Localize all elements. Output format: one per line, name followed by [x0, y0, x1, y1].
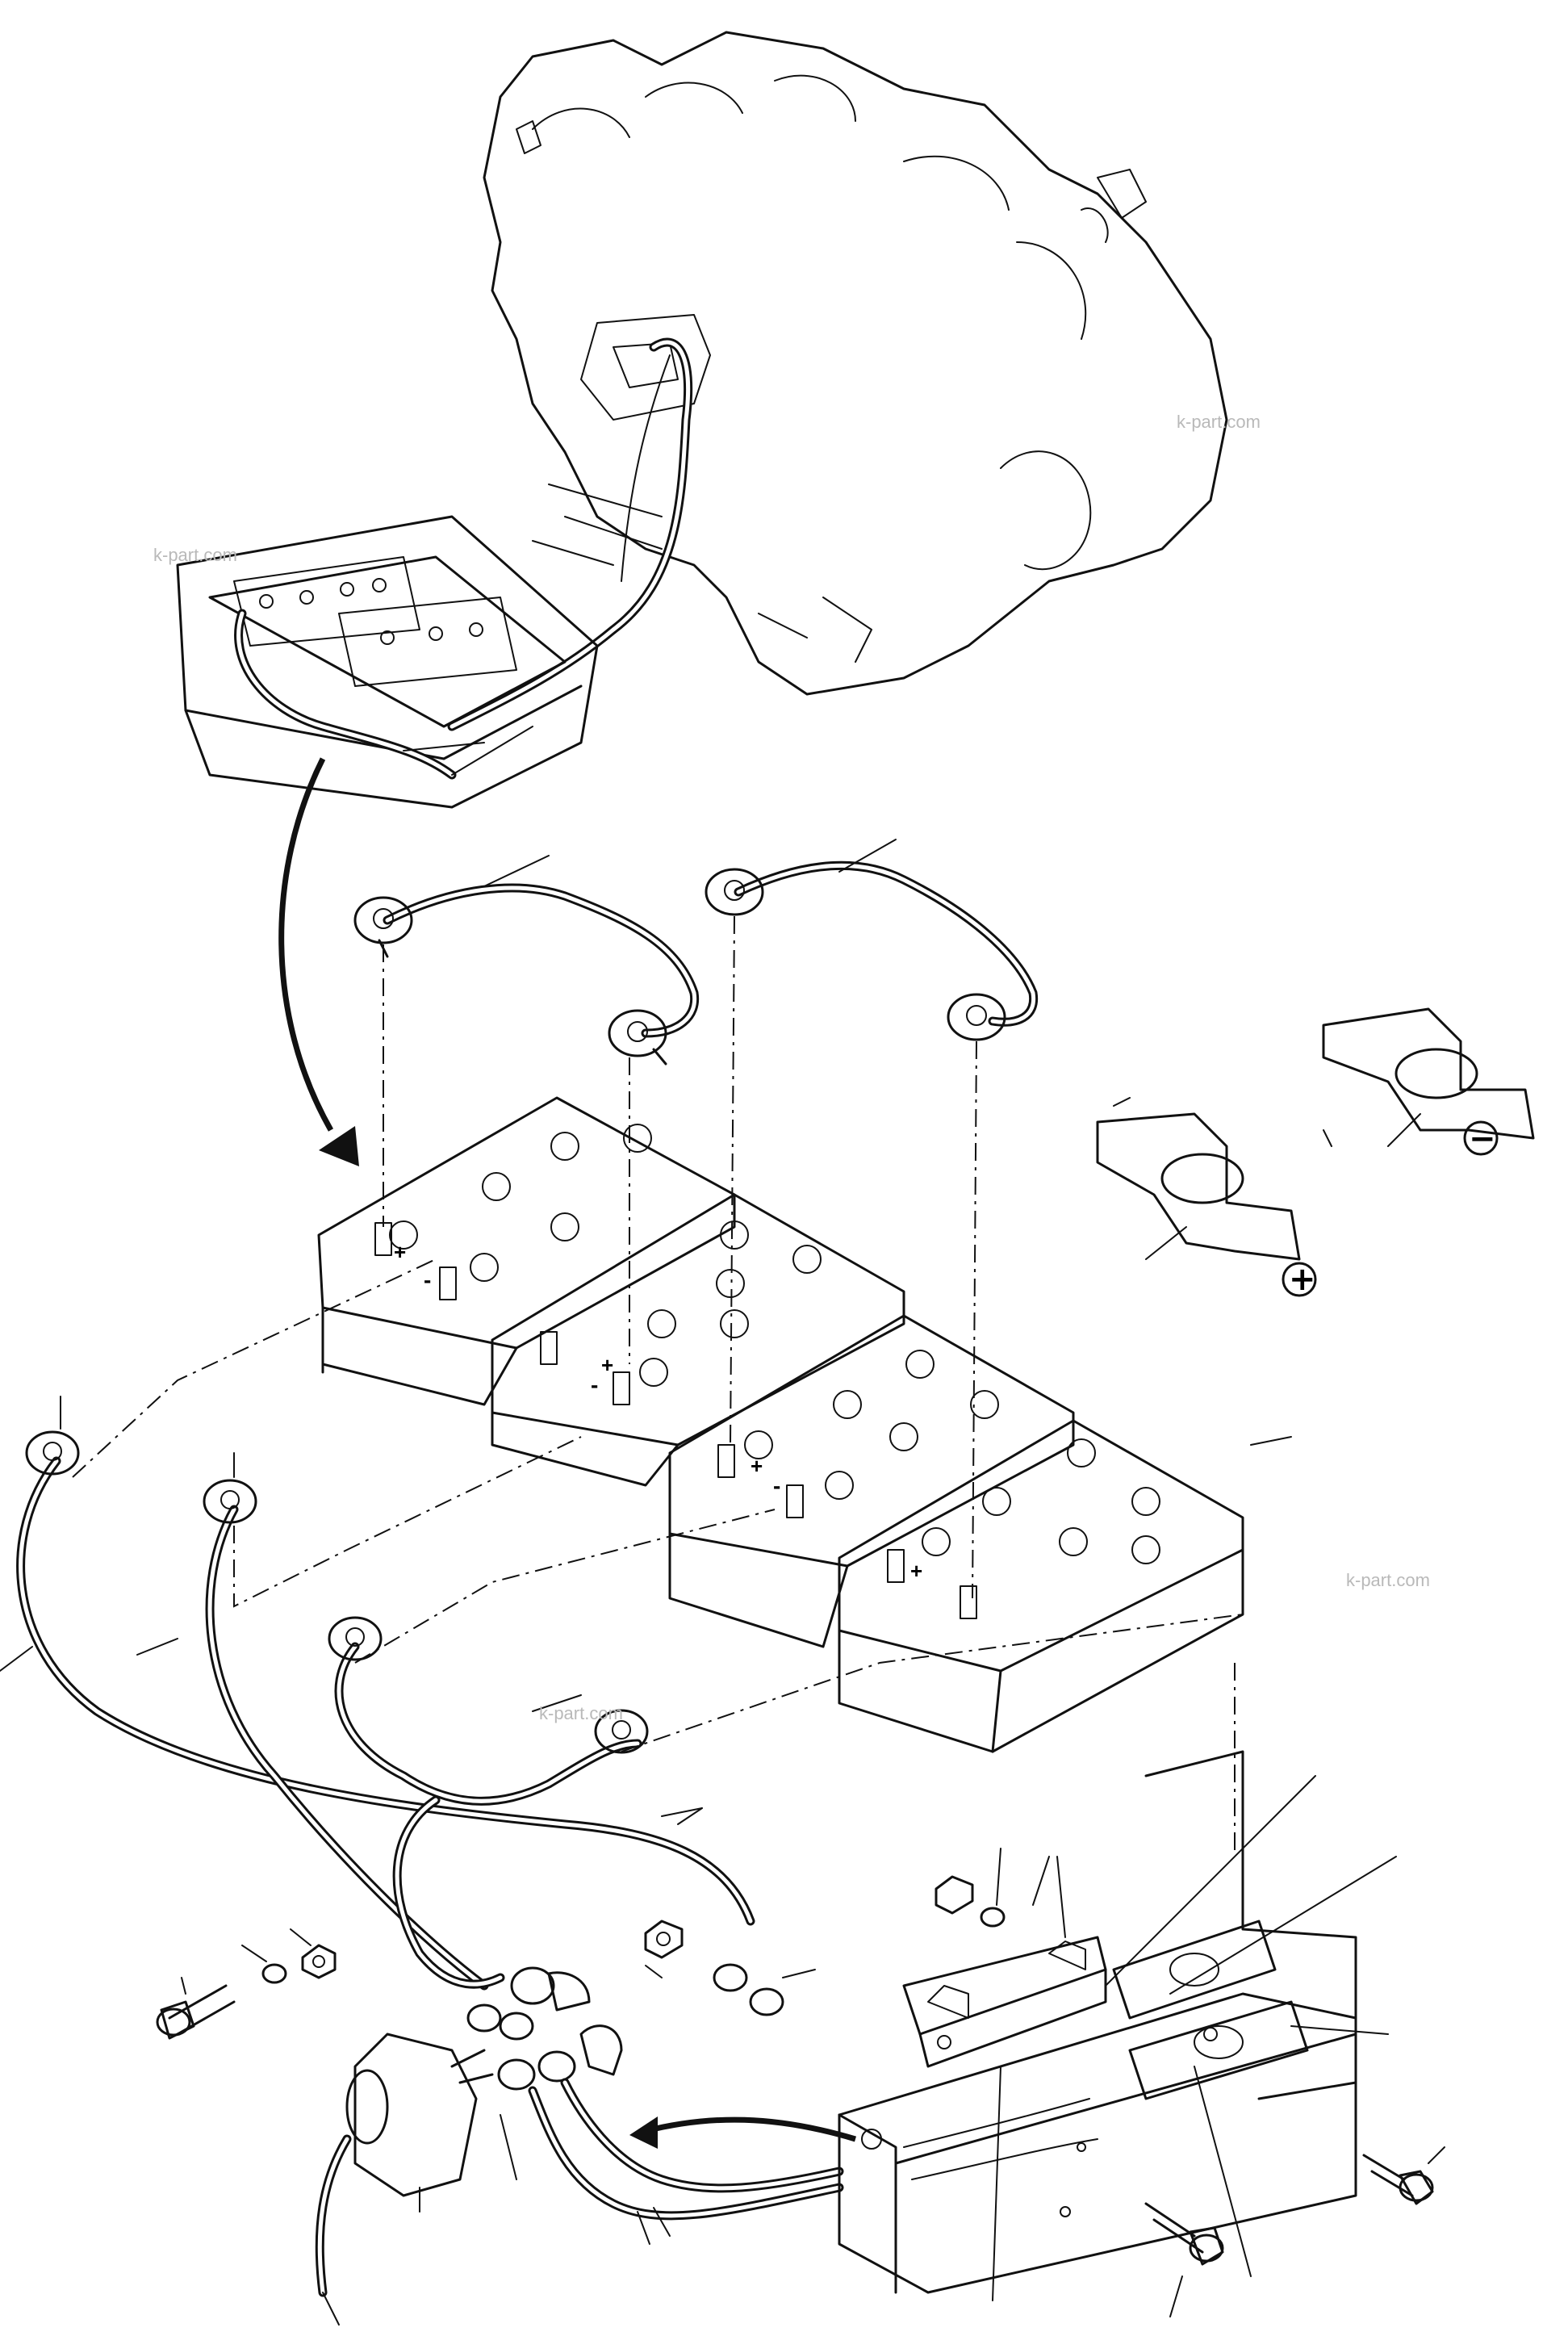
jumper-cable-left: [353, 855, 700, 1066]
positive-symbol: +: [1289, 1261, 1316, 1298]
watermark-2: k-part.com: [153, 545, 237, 565]
engine-block: [483, 31, 1228, 696]
battery-relay: [315, 2033, 517, 2326]
post-minus-label-3: -: [773, 1473, 780, 1498]
battery-1: + -: [317, 1096, 736, 1406]
watermark-4: k-part.com: [539, 1703, 623, 1723]
nut-mid: [644, 1920, 684, 1978]
ring-terminal-pair: [713, 1963, 816, 2016]
post-plus-label-3: +: [751, 1454, 763, 1478]
hold-down-bar: [902, 1936, 1107, 2068]
washer-left: [261, 1963, 287, 1984]
battery-4: +: [838, 1419, 1244, 1753]
negative-symbol: −: [1469, 1120, 1496, 1158]
chain-lines-lower: [72, 1258, 1244, 1857]
lower-cable-mid: [136, 1452, 489, 1991]
curved-arrow-left: [278, 757, 359, 1166]
bolt-left: [156, 1984, 236, 2040]
post-plus-label: +: [394, 1240, 406, 1264]
nut-left: [301, 1944, 337, 1979]
battery-2: + -: [491, 1193, 905, 1487]
clamp-negative: −: [1322, 1007, 1535, 1158]
post-minus-label-2: -: [591, 1372, 598, 1397]
watermark-1: k-part.com: [1177, 412, 1261, 432]
cable-clamps-box: [1112, 1920, 1309, 2100]
engine-harness: [447, 337, 693, 731]
post-minus-label: -: [424, 1267, 431, 1292]
straight-arrow-left: [629, 2116, 857, 2149]
jumper-cable-right: [705, 839, 1039, 1041]
battery-3: + -: [668, 1314, 1075, 1648]
lower-cable-right: [328, 1616, 703, 1989]
post-plus-label-4: +: [910, 1559, 922, 1583]
battery-box: [838, 1750, 1357, 2294]
nut-box: [935, 1848, 1066, 1938]
leader-lines-top: [677, 1436, 1292, 1825]
leader-lines-box: [992, 1775, 1397, 2301]
post-plus-label-2: +: [601, 1353, 613, 1377]
watermark-3: k-part.com: [1346, 1570, 1430, 1590]
lower-cable-left: [0, 1396, 755, 1926]
leader-lines-left: [181, 1928, 312, 1995]
alignment-lines-upper: [383, 915, 977, 1599]
bolt-box-bottom: [1144, 2202, 1224, 2317]
relay-terminals: [466, 1966, 844, 2245]
clamp-positive: +: [1096, 1097, 1332, 1298]
bolt-box-right: [1362, 2146, 1445, 2205]
battery-tray-small: [176, 515, 599, 809]
